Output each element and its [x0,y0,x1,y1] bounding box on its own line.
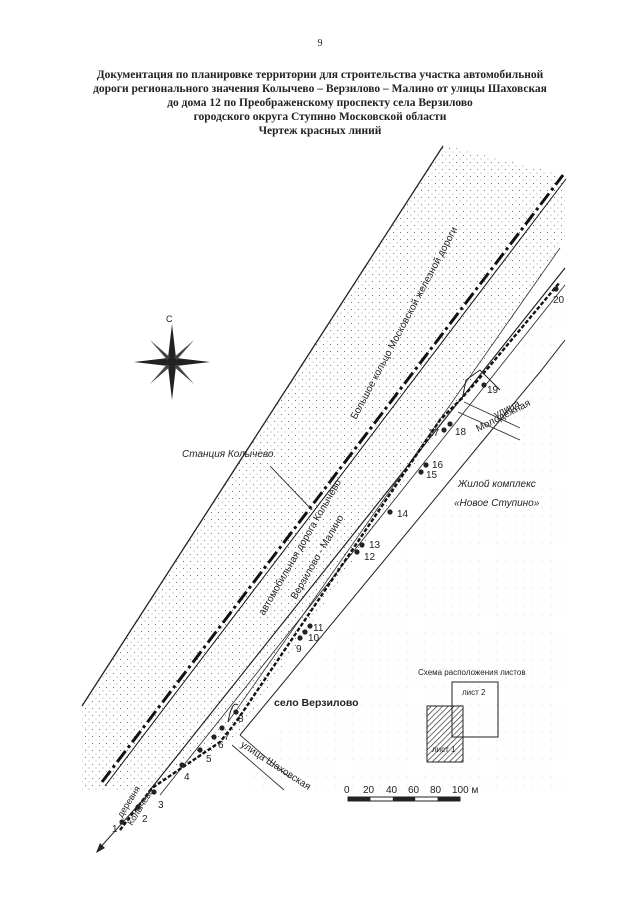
point-20 [553,286,559,292]
point-label-20: 20 [553,295,565,306]
point-8 [233,709,239,715]
point-10 [302,629,308,635]
point-13 [359,542,365,548]
sheet-2-label: лист 2 [462,688,486,697]
inset-title: Схема расположения листов [418,668,526,677]
forest-area [82,145,565,790]
point-label-3: 3 [158,800,164,811]
red-line-points [119,286,559,825]
station-connector [269,465,313,511]
header-line-4: городского округа Ступино Московской обл… [193,111,447,123]
village-verzilovo-label: село Верзилово [274,697,359,709]
scale-tick-20: 20 [363,785,375,796]
point-label-12: 12 [364,552,376,563]
point-label-13: 13 [369,540,381,551]
point-9 [297,635,303,641]
point-label-6: 6 [218,740,224,751]
point-label-14: 14 [397,509,409,520]
point-4 [179,762,185,768]
point-label-19: 19 [487,385,499,396]
sheet-1-label: лист 1 [432,745,456,754]
point-17 [441,427,447,433]
compass-north-letter: С [166,314,173,324]
residential-label-2: «Новое Ступино» [454,498,540,509]
point-3 [151,789,157,795]
point-12 [354,549,360,555]
scale-tick-40: 40 [386,785,398,796]
point-label-18: 18 [455,427,467,438]
point-label-4: 4 [184,772,190,783]
point-14 [387,509,393,515]
side-streets [231,369,521,791]
scale-bar: 0 20 40 60 80 100 м [344,785,478,802]
railway-edge-line [81,145,444,707]
header-line-3: до дома 12 по Преображенскому проспекту … [167,97,473,109]
header-line-2: дороги регионального значения Колычево –… [93,83,547,95]
railway-line [100,174,567,787]
point-1 [119,819,125,825]
point-11 [307,623,313,629]
point-label-1: 1 [112,824,118,835]
point-2 [135,804,141,810]
document-header: Документация по планировке территории дл… [40,68,600,138]
page-number: 9 [317,38,323,49]
road [149,247,566,796]
point-label-2: 2 [142,814,148,825]
scale-tick-60: 60 [408,785,420,796]
residential-label-1: Жилой комплекс [457,479,536,490]
header-line-5: Чертеж красных линий [258,125,382,137]
red-line [119,281,561,831]
scale-tick-0: 0 [344,785,350,796]
point-label-8: 8 [238,714,244,725]
scale-tick-100: 100 м [452,785,478,796]
station-label: Станция Колычево [182,449,274,460]
compass-icon [134,324,210,400]
sheet-1-box [426,705,464,763]
direction-arrow-icon [96,791,151,853]
point-7 [219,725,225,731]
point-label-5: 5 [206,754,212,765]
point-label-17: 17 [428,428,440,439]
point-15 [418,469,424,475]
sheet-layout-inset: Схема расположения листов лист 2 лист 1 [418,668,526,763]
point-19 [481,382,487,388]
point-labels: 1 2 3 4 5 6 7 8 9 10 11 12 13 14 15 16 1… [112,295,565,835]
point-label-16: 16 [432,460,444,471]
point-label-11: 11 [313,623,324,634]
point-label-15: 15 [426,470,438,481]
scale-tick-80: 80 [430,785,442,796]
point-18 [447,421,453,427]
point-16 [423,462,429,468]
point-label-9: 9 [296,644,302,655]
point-6 [211,734,217,740]
point-label-7: 7 [224,732,230,743]
point-5 [197,747,203,753]
header-line-1: Документация по планировке территории дл… [96,69,544,81]
point-label-10: 10 [308,633,320,644]
residential-area-dots [250,270,565,790]
sheet-2-box [451,681,499,738]
